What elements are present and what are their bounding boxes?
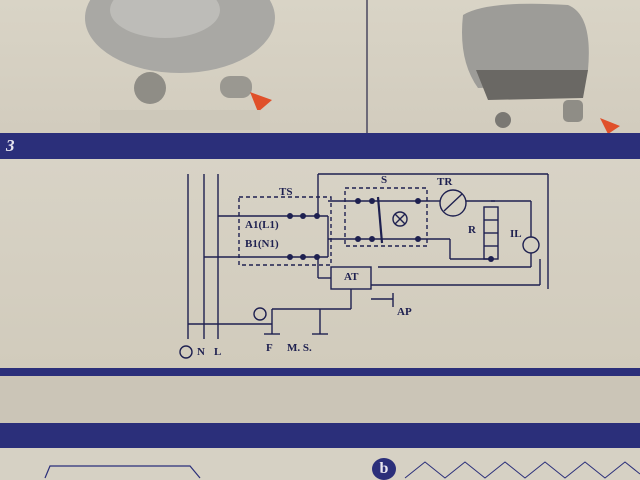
tr-label: TR bbox=[437, 176, 453, 188]
next-section-illustration bbox=[44, 461, 640, 479]
wiring-diagram-panel: TS S TR R IL A1(L1) B1(N1) AT AP F M. S.… bbox=[0, 159, 640, 368]
tr-thermostat bbox=[439, 189, 467, 217]
ms-label: M. S. bbox=[287, 342, 312, 354]
f-label: F bbox=[266, 342, 273, 354]
b1-label: B1(N1) bbox=[245, 238, 279, 250]
page-gap bbox=[0, 376, 640, 423]
next-section-preview bbox=[0, 448, 640, 480]
ap-label: AP bbox=[397, 306, 412, 318]
left-photo-illustration bbox=[85, 0, 275, 130]
photo-panel-left bbox=[0, 0, 368, 133]
il-label: IL bbox=[510, 228, 522, 240]
a1-label: A1(L1) bbox=[245, 219, 279, 231]
earth-symbol bbox=[253, 307, 267, 321]
section-footer-band bbox=[0, 368, 640, 376]
section-number: 3 bbox=[6, 136, 15, 155]
il-lamp bbox=[522, 236, 540, 254]
ts-box bbox=[238, 196, 332, 266]
next-section-band bbox=[0, 423, 640, 448]
at-label: AT bbox=[344, 271, 359, 283]
earth-terminal-symbol bbox=[179, 345, 193, 359]
right-photo-illustration bbox=[462, 3, 620, 133]
r-label: R bbox=[468, 224, 476, 236]
wiring-diagram bbox=[179, 173, 549, 359]
photo-panel-right bbox=[368, 0, 640, 133]
section-header-band bbox=[0, 133, 640, 159]
l-label: L bbox=[214, 346, 222, 358]
s-label: S bbox=[381, 174, 388, 186]
photo-area bbox=[0, 0, 640, 133]
section-b-badge: b bbox=[372, 458, 396, 480]
ts-label: TS bbox=[279, 186, 293, 198]
n-label: N bbox=[197, 346, 205, 358]
